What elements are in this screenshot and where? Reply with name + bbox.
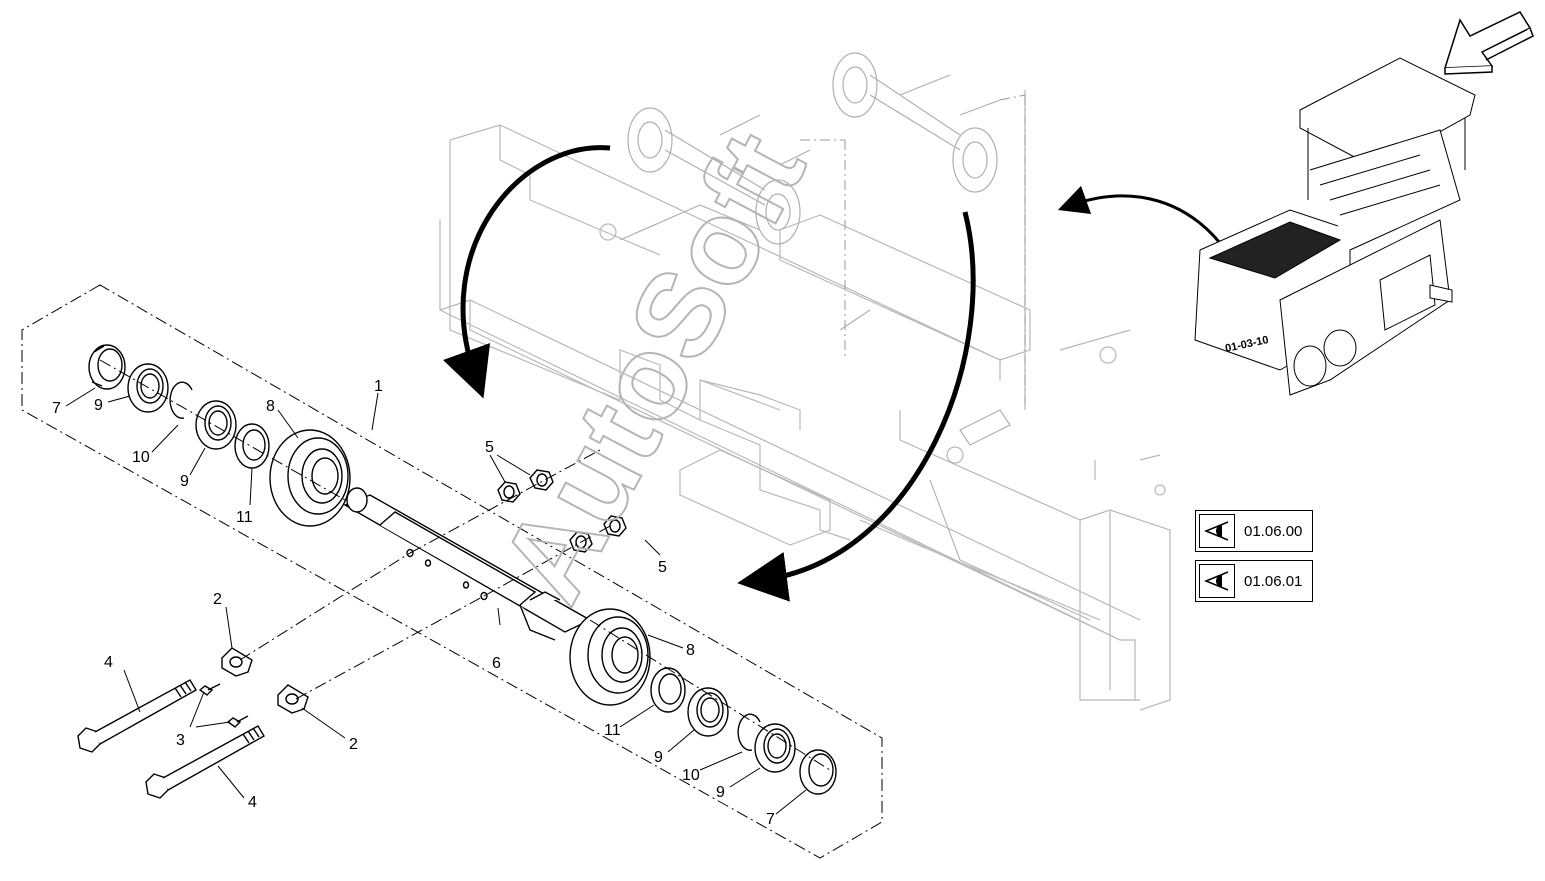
bearing-7-top	[88, 344, 126, 390]
callout-3: 3	[176, 732, 185, 749]
callout-9-bottom-b: 9	[716, 784, 725, 801]
callout-7-bottom: 7	[766, 811, 775, 828]
callout-6: 6	[492, 655, 501, 672]
curved-arrow-left	[443, 145, 611, 399]
bracket-2-bottom	[277, 684, 309, 714]
shaft-6	[343, 487, 592, 641]
screw-3-b	[226, 715, 249, 728]
spacer-11-bottom	[650, 667, 686, 713]
callout-2-top: 2	[213, 591, 222, 608]
assembly-axis-lines	[99, 359, 831, 771]
roller-8-bottom	[569, 608, 651, 706]
spacer-11-top	[234, 423, 270, 469]
bracket-2-top	[221, 647, 253, 677]
eye-icon	[1199, 564, 1235, 598]
callout-11-top: 11	[236, 509, 253, 526]
callout-11-bottom: 11	[604, 722, 621, 739]
reference-label: 01.06.00	[1244, 522, 1303, 540]
bearing-9-bottom-b	[754, 723, 796, 773]
callout-10-top: 10	[132, 449, 150, 466]
reference-link-01-06-00[interactable]: 01.06.00	[1195, 510, 1313, 552]
nut-5-d	[603, 515, 627, 537]
callout-4-top: 4	[104, 654, 113, 671]
part-callouts: 1 5 5 6 7 9 10 9 11 8 2 4 3 2 4 8 11 9 1…	[52, 378, 775, 828]
roller-8-top	[269, 429, 351, 527]
frame-roller-assemblies	[619, 52, 1011, 446]
callout-5-top: 5	[485, 439, 494, 456]
reference-label: 01.06.01	[1244, 572, 1303, 590]
reference-link-01-06-01[interactable]: 01.06.01	[1195, 560, 1313, 602]
bearing-9-bottom-a	[687, 687, 729, 737]
paver-frame-outline	[439, 90, 1171, 711]
callout-8-top: 8	[266, 398, 275, 415]
bearing-9-top-b	[195, 400, 237, 450]
callout-9-top-b: 9	[180, 473, 189, 490]
nut-5-c	[569, 531, 593, 553]
callout-5-bottom: 5	[658, 559, 667, 576]
paver-machine-thumbnail	[1194, 57, 1476, 396]
frame-guide-lines	[800, 94, 1026, 405]
callout-2-bottom: 2	[349, 736, 358, 753]
circlip-10-bottom	[737, 713, 761, 751]
bolt-4-bottom	[145, 725, 265, 799]
assembly-boundary	[21, 284, 883, 859]
curved-arrow-center	[737, 211, 976, 602]
callout-8-bottom: 8	[686, 642, 695, 659]
callout-9-top-a: 9	[94, 397, 103, 414]
bolt-4-top	[77, 679, 197, 753]
direction-arrow-icon	[1443, 11, 1534, 75]
screw-3-a	[198, 683, 221, 696]
callout-4-bottom: 4	[248, 794, 257, 811]
callout-10-bottom: 10	[682, 767, 700, 784]
autosoft-watermark: AutoSoft	[475, 112, 831, 622]
circlip-10-top	[169, 381, 193, 419]
leader-lines	[65, 387, 807, 815]
callout-7-top: 7	[52, 400, 61, 417]
bearing-7-bottom	[799, 749, 837, 795]
callout-1: 1	[374, 378, 383, 395]
callout-9-bottom-a: 9	[654, 749, 663, 766]
eye-icon	[1199, 514, 1235, 548]
